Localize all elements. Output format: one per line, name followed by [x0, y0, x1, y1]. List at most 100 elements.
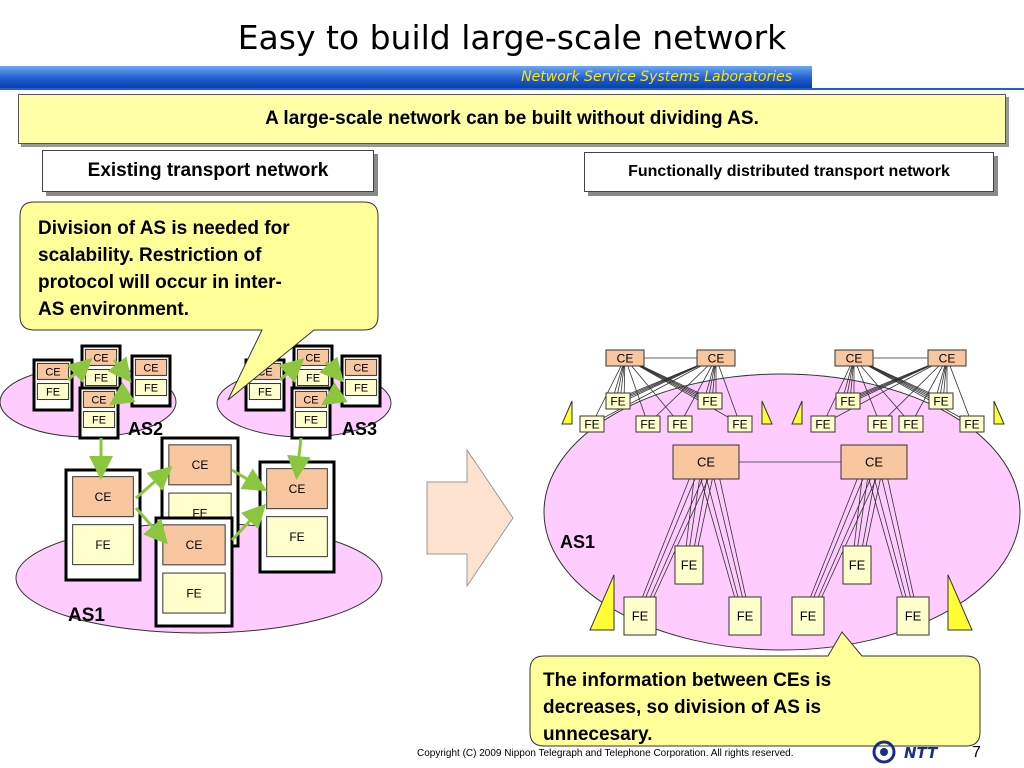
- svg-text:FE: FE: [905, 609, 922, 624]
- router-as1-front-ce: CE: [162, 524, 226, 566]
- callout-left-line-2: scalability. Restriction of: [38, 245, 262, 266]
- svg-text:FE: FE: [840, 394, 855, 408]
- svg-text:CE: CE: [45, 366, 60, 378]
- right-row-fe-6: FE: [867, 415, 893, 433]
- router-as2-4-ce: CE: [82, 390, 116, 408]
- svg-text:FE: FE: [672, 417, 687, 431]
- callout-left-line-1: Division of AS is needed for: [38, 218, 290, 239]
- as1-ellipse-right: [543, 373, 1021, 651]
- router-as1-right: CE FE: [258, 460, 336, 574]
- ntt-logo: [872, 740, 896, 764]
- right-mid-fe-3: FE: [835, 392, 861, 410]
- callout-right-line-1: The information between CEs is: [543, 670, 831, 691]
- svg-text:FE: FE: [849, 558, 866, 573]
- router-as2-1-ce: CE: [84, 348, 118, 366]
- left-links: [66, 356, 348, 545]
- router-as2-3-ce: CE: [134, 358, 168, 376]
- svg-text:CE: CE: [303, 394, 318, 406]
- right-bottom-fe-2: FE: [728, 596, 762, 636]
- svg-text:FE: FE: [800, 609, 817, 624]
- router-as1-front: CE FE: [154, 516, 234, 628]
- svg-text:FE: FE: [964, 417, 979, 431]
- svg-text:FE: FE: [610, 394, 625, 408]
- svg-text:CE: CE: [708, 351, 725, 365]
- svg-text:CE: CE: [846, 351, 863, 365]
- router-as1-left-ce: CE: [72, 476, 134, 518]
- svg-text:FE: FE: [289, 530, 304, 544]
- router-as2-4-fe: FE: [82, 411, 116, 429]
- svg-text:CE: CE: [289, 482, 306, 496]
- svg-text:CE: CE: [305, 352, 320, 364]
- callout-right-line-2: decreases, so division of AS is: [543, 697, 821, 718]
- router-as1-left: CE FE: [64, 468, 142, 582]
- left-diagram: CE FE CE FE CE FE CE FE CE FE CE FE CE FE CE FE CE FE CE FE…: [0, 344, 392, 634]
- callout-left: Division of AS is needed for scalability…: [19, 201, 379, 401]
- page-number: 7: [972, 744, 981, 761]
- title-bar-underline: [0, 88, 1024, 90]
- right-core-ce-1: CE: [672, 444, 740, 480]
- svg-text:FE: FE: [640, 417, 655, 431]
- left-header: Existing transport network: [42, 150, 374, 192]
- right-core-ce-2: CE: [840, 444, 908, 480]
- right-lower-fe-2: FE: [842, 545, 872, 585]
- svg-text:FE: FE: [306, 372, 320, 384]
- svg-text:FE: FE: [933, 394, 948, 408]
- as2-label: AS2: [128, 419, 163, 439]
- right-top-ce-2: CE: [696, 349, 736, 367]
- svg-text:FE: FE: [632, 609, 649, 624]
- right-mid-fe-1: FE: [605, 392, 631, 410]
- svg-text:FE: FE: [737, 609, 754, 624]
- right-mid-fe-2: FE: [697, 392, 723, 410]
- router-as1-back-ce: CE: [168, 444, 232, 486]
- svg-text:Division of AS is needed for: Division of AS is needed for scalability…: [38, 218, 295, 320]
- svg-text:FE: FE: [815, 417, 830, 431]
- svg-text:FE: FE: [95, 538, 110, 552]
- router-as1-front-fe: FE: [162, 572, 226, 614]
- svg-text:CE: CE: [353, 362, 368, 374]
- svg-text:CE: CE: [617, 351, 634, 365]
- antenna-icon: [761, 400, 773, 425]
- svg-text:FE: FE: [46, 386, 60, 398]
- callout-right-line-3: unnecesary.: [543, 724, 652, 745]
- router-as3-1-ce: CE: [296, 348, 330, 366]
- router-as3-4-fe: FE: [294, 411, 328, 429]
- right-top-ce-1: CE: [605, 349, 645, 367]
- svg-text:FE: FE: [681, 558, 698, 573]
- router-as2-4: CE FE: [78, 386, 120, 440]
- svg-text:CE: CE: [865, 455, 883, 470]
- svg-text:FE: FE: [186, 586, 201, 600]
- router-as3-2-fe: FE: [248, 383, 282, 401]
- callout-right: The information between CEs is decreases…: [529, 631, 981, 747]
- callout-left-line-3: protocol will occur in inter-: [38, 272, 282, 293]
- page-title: Easy to build large-scale network: [237, 18, 787, 57]
- svg-text:FE: FE: [354, 382, 368, 394]
- antenna-icon: [589, 574, 615, 631]
- svg-text:CE: CE: [697, 455, 715, 470]
- svg-text:CE: CE: [186, 538, 203, 552]
- svg-text:FE: FE: [304, 414, 318, 426]
- antenna-icon: [561, 400, 573, 425]
- svg-text:CE: CE: [192, 458, 209, 472]
- svg-text:FE: FE: [144, 382, 158, 394]
- lab-name: Network Service Systems Laboratories: [521, 69, 792, 85]
- right-row-fe-2: FE: [635, 415, 661, 433]
- callout-left-line-4: AS environment.: [38, 299, 189, 320]
- svg-text:FE: FE: [903, 417, 918, 431]
- message-text: A large-scale network can be built witho…: [265, 108, 759, 129]
- router-as3-4-ce: CE: [294, 390, 328, 408]
- right-row-fe-7: FE: [898, 415, 924, 433]
- transition-arrow: [426, 448, 514, 588]
- title-bar: [0, 66, 812, 88]
- right-bottom-fe-4: FE: [896, 596, 930, 636]
- router-as3-1-fe: FE: [296, 369, 330, 387]
- antenna-icon: [791, 400, 803, 425]
- ntt-logo-text: NTT: [904, 744, 938, 762]
- right-row-fe-5: FE: [810, 415, 836, 433]
- router-as1-right-ce: CE: [266, 468, 328, 510]
- svg-text:CE: CE: [91, 394, 106, 406]
- right-bottom-fe-1: FE: [623, 596, 657, 636]
- svg-text:CE: CE: [93, 352, 108, 364]
